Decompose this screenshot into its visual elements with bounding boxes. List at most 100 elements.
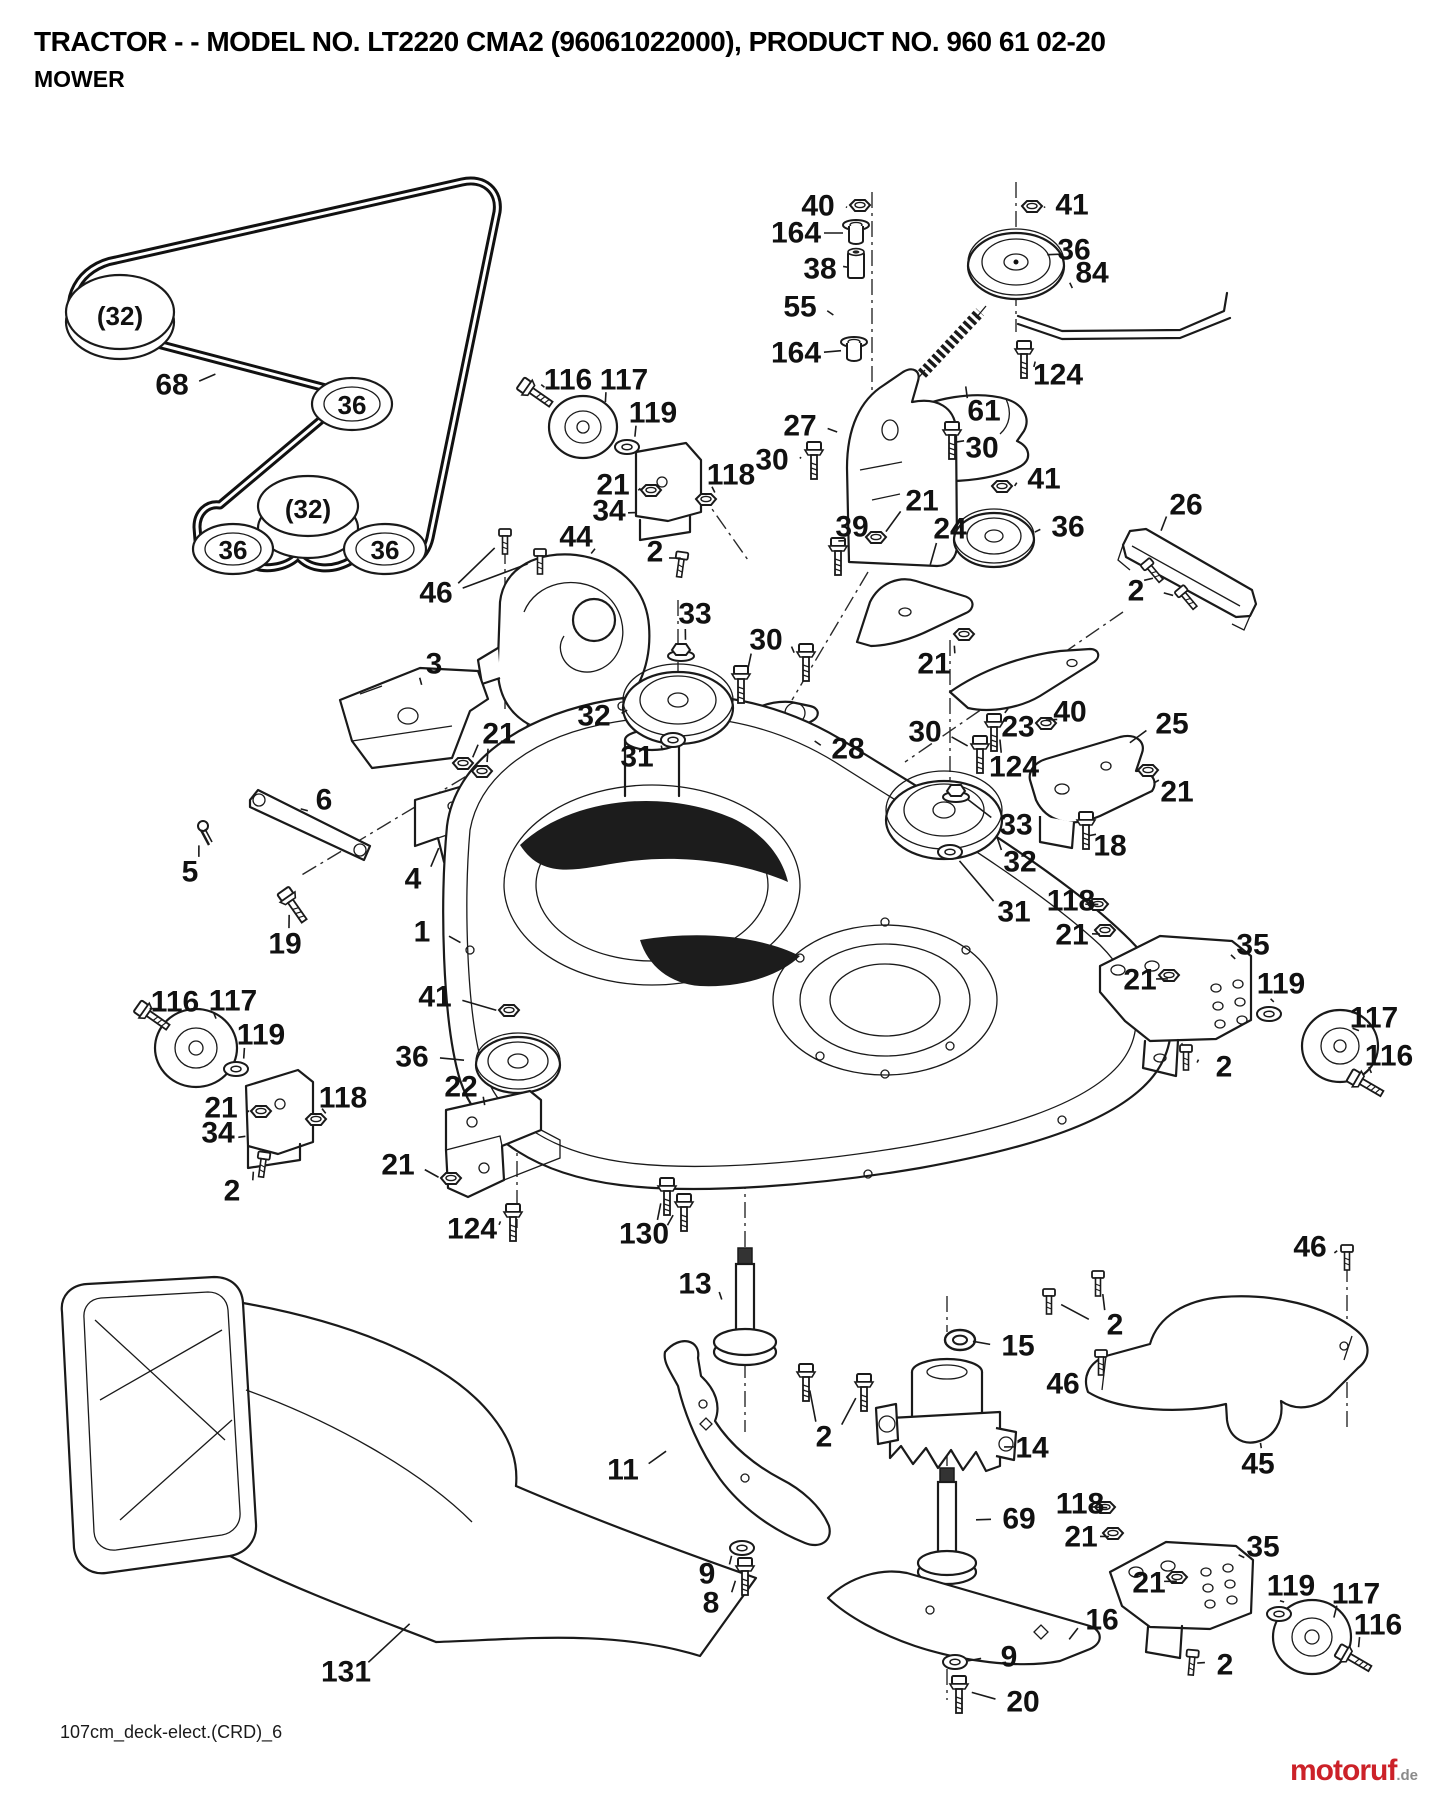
blade-shaft-69 — [916, 1467, 978, 1586]
leader-line — [1047, 253, 1061, 256]
part-callout-124: 124 — [989, 739, 1039, 784]
leader-line — [660, 745, 664, 751]
leader-line — [462, 999, 497, 1012]
screw-glyph — [672, 550, 690, 579]
leader-line — [823, 349, 842, 353]
callout-number: 21 — [204, 1092, 237, 1125]
belt-pulley-label: 36 — [338, 390, 367, 420]
leader-line — [845, 206, 848, 209]
bolt-glyph — [796, 1363, 816, 1402]
leader-line — [486, 748, 489, 763]
part-callout-21: 21 — [596, 469, 641, 502]
caster-right-bottom — [1108, 1540, 1353, 1676]
callout-number: 46 — [419, 577, 452, 610]
pulley-32-right — [884, 770, 1004, 861]
leader-line — [728, 1555, 733, 1565]
leader-line — [1163, 592, 1174, 597]
callout-number: 11 — [607, 1454, 639, 1487]
leader-line — [1197, 1661, 1205, 1664]
leader-line — [1259, 1442, 1263, 1449]
part-callout-21: 21 — [1123, 964, 1168, 997]
callout-number: 118 — [319, 1082, 367, 1115]
leader-line — [247, 1110, 250, 1113]
callout-number: 40 — [801, 190, 834, 223]
part-callout-25: 25 — [1129, 708, 1189, 744]
leader-line — [1086, 1367, 1091, 1376]
callout-number: 2 — [1107, 1309, 1124, 1342]
callout-number: 40 — [1053, 696, 1086, 729]
leader-line — [666, 1214, 674, 1226]
part-callout-36: 36 — [1047, 234, 1091, 267]
nut-glyph — [640, 484, 662, 497]
part-callout-118: 118 — [1047, 885, 1099, 918]
callout-number: 21 — [596, 469, 629, 502]
leader-line — [1160, 516, 1168, 531]
stabilizer-bar-6 — [248, 788, 372, 862]
callout-number: 1 — [414, 916, 431, 949]
part-callout-41: 41 — [1043, 189, 1089, 222]
caster-left-bottom — [153, 1007, 315, 1170]
leader-line — [929, 542, 938, 565]
part-callout-6: 6 — [300, 784, 332, 817]
callout-number: 124 — [1033, 359, 1083, 392]
callout-number: 21 — [905, 485, 938, 518]
callout-number: 30 — [965, 432, 998, 465]
part-callout-116: 116 — [149, 986, 199, 1019]
part-callout-9: 9 — [699, 1555, 733, 1591]
callout-number: 61 — [967, 395, 1000, 428]
callout-number: 116 — [1354, 1609, 1402, 1642]
nut-glyph — [305, 1113, 327, 1126]
bolt-glyph — [970, 735, 990, 774]
screw-glyph — [1183, 1648, 1200, 1677]
leader-line — [730, 1580, 737, 1593]
nut-glyph — [695, 493, 717, 506]
leader-line — [955, 440, 965, 443]
belt-cover-45 — [1084, 1295, 1369, 1444]
leader-line — [1088, 833, 1097, 837]
callout-number: 3 — [426, 648, 443, 681]
part-callout-2: 2 — [647, 536, 681, 569]
leader-line — [482, 1096, 486, 1106]
leader-line — [1357, 1636, 1361, 1648]
callout-number: 33 — [999, 809, 1032, 842]
part-callout-30: 30 — [955, 432, 999, 465]
leader-line — [251, 1171, 255, 1181]
leader-line — [999, 739, 1003, 753]
part-callout-13: 13 — [678, 1268, 723, 1301]
part-callout-119: 119 — [237, 1019, 285, 1059]
part-callout-116: 116 — [1365, 1040, 1413, 1074]
leader-line — [198, 373, 216, 382]
part-callout-21: 21 — [471, 718, 516, 763]
leader-line — [827, 427, 838, 433]
part-callout-26: 26 — [1160, 489, 1203, 531]
leader-line — [1068, 1627, 1079, 1640]
callout-number: 30 — [908, 716, 941, 749]
callout-number: 35 — [1246, 1531, 1279, 1564]
part-callout-30: 30 — [908, 716, 969, 749]
callout-number: 34 — [592, 495, 626, 528]
leader-line — [964, 386, 969, 399]
callout-number: 9 — [699, 1558, 716, 1591]
part-callout-2: 2 — [1060, 1293, 1124, 1342]
part-callout-124: 124 — [447, 1213, 502, 1246]
leader-line — [1101, 1293, 1106, 1311]
callout-number: 124 — [989, 751, 1039, 784]
part-callout-117: 117 — [600, 364, 648, 403]
leader-line — [462, 563, 528, 589]
leader-line — [590, 548, 596, 554]
bolt-glyph — [1332, 1641, 1376, 1678]
bracket-3 — [338, 666, 490, 770]
bolt-glyph — [274, 884, 313, 928]
leader-line — [1143, 577, 1154, 582]
washer-glyph — [614, 439, 640, 455]
pulley-36-right — [952, 508, 1036, 569]
svg-text:36: 36 — [338, 390, 367, 420]
pulley-36-center — [474, 1032, 562, 1095]
part-callout-9: 9 — [967, 1641, 1017, 1674]
part-callout-1: 1 — [414, 916, 461, 949]
bolt-glyph — [657, 1177, 677, 1216]
leader-line — [498, 1221, 502, 1226]
bolt-glyph — [804, 441, 824, 480]
callout-number: 36 — [1051, 511, 1084, 544]
